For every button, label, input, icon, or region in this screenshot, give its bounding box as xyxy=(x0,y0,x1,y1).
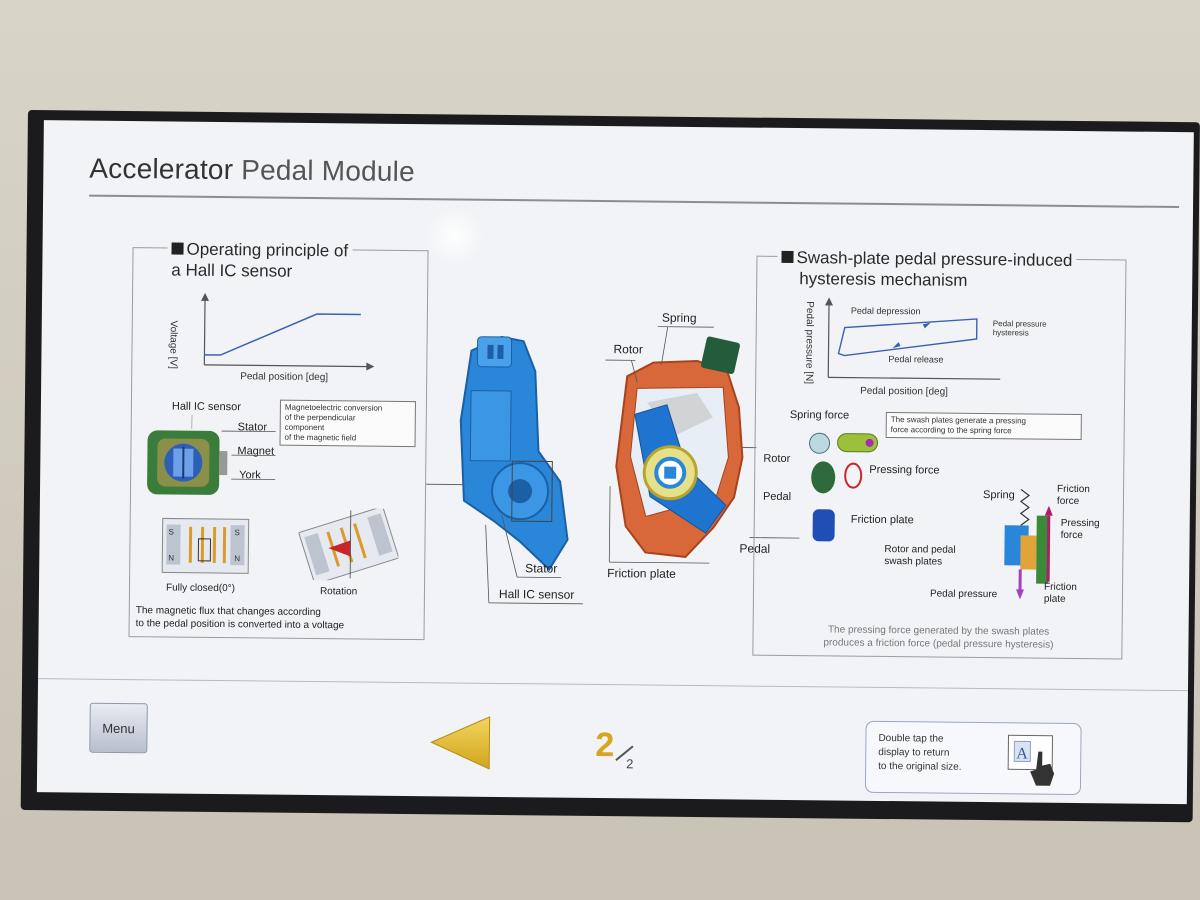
pedal-pressure-axis-label: Pedal pressure [N] xyxy=(803,301,816,385)
footer-divider xyxy=(38,678,1188,692)
pressing-force-label: Pressing force xyxy=(869,463,940,477)
title-part1: Accelerator xyxy=(89,152,234,186)
hysteresis-heading: Swash-plate pedal pressure-induced hyste… xyxy=(777,246,1077,292)
title-divider xyxy=(89,194,1180,209)
double-tap-hint-text: Double tap the display to return to the … xyxy=(878,732,962,773)
page-total: 2 xyxy=(626,756,634,772)
display-bezel: Accelerator Pedal Module Operating princ… xyxy=(20,110,1200,823)
center-friction-plate-label: Friction plate xyxy=(607,566,676,581)
pedal-pressure-label: Pedal pressure xyxy=(929,588,998,601)
housing-leader-lines xyxy=(605,326,800,564)
center-hall-ic-label: Hall IC sensor xyxy=(498,586,575,602)
screen-glare xyxy=(424,206,486,267)
center-spring-label: Spring xyxy=(661,310,697,326)
pedal-module-illustration xyxy=(459,335,569,572)
sensor-leader-lines xyxy=(191,414,276,481)
hysteresis-graph xyxy=(824,297,1001,380)
bullet-square-icon xyxy=(171,242,184,255)
friction-plate-2-label: Friction plate xyxy=(1043,581,1077,605)
pressing-force-2-label: Pressing force xyxy=(1060,517,1100,542)
rotation-label: Rotation xyxy=(319,586,358,598)
friction-mechanism xyxy=(1004,488,1053,600)
hysteresis-label: Pedal pressure hysteresis xyxy=(992,319,1047,338)
swash-plate-note: The swash plates generate a pressing for… xyxy=(885,412,1082,441)
double-tap-hint: Double tap the display to return to the … xyxy=(864,720,1082,796)
hysteresis-xaxis-label: Pedal position [deg] xyxy=(860,385,948,398)
page-current: 2 xyxy=(595,725,615,765)
svg-text:N: N xyxy=(168,553,174,562)
hall-ic-heading: Operating principle of a Hall IC sensor xyxy=(167,238,353,283)
friction-force-label: Friction force xyxy=(1056,483,1090,508)
svg-text:S: S xyxy=(235,528,240,537)
previous-page-arrow-icon[interactable] xyxy=(425,712,496,773)
hall-sensor-illustration xyxy=(147,430,228,495)
center-rotor-label: Rotor xyxy=(613,342,643,357)
stator-leader-lines xyxy=(485,514,583,605)
display-screen: Accelerator Pedal Module Operating princ… xyxy=(36,120,1194,805)
hall-ic-footer-note: The magnetic flux that changes according… xyxy=(135,605,345,632)
voltage-axis-label: Voltage [V] xyxy=(167,320,179,369)
right-friction-plate-label: Friction plate xyxy=(850,513,914,527)
housing-cross-section xyxy=(615,336,744,558)
svg-text:S: S xyxy=(169,527,174,536)
spring-force-label: Spring force xyxy=(789,408,850,422)
page-title: Accelerator Pedal Module xyxy=(89,153,415,188)
menu-button[interactable]: Menu xyxy=(89,702,148,754)
hysteresis-panel: Swash-plate pedal pressure-induced hyste… xyxy=(752,246,1127,660)
right-pedal-label: Pedal xyxy=(762,490,792,504)
voltage-graph xyxy=(201,292,375,371)
svg-text:A: A xyxy=(1016,745,1028,762)
pedal-position-axis-label: Pedal position [deg] xyxy=(240,371,329,384)
svg-text:N: N xyxy=(234,554,240,563)
right-spring-label: Spring xyxy=(982,489,1015,502)
center-stator-label: Stator xyxy=(525,561,558,576)
hysteresis-footer-note: The pressing force generated by the swas… xyxy=(823,624,1054,651)
hall-ic-panel: Operating principle of a Hall IC sensor … xyxy=(128,238,429,641)
fully-closed-flux-diagram: S N S N xyxy=(161,517,250,574)
right-rotor-label: Rotor xyxy=(763,452,791,466)
pedal-release-label: Pedal release xyxy=(888,354,944,365)
pedal-depression-label: Pedal depression xyxy=(850,305,921,317)
swash-plate-parts xyxy=(809,432,879,542)
bullet-square-icon xyxy=(781,250,794,264)
double-tap-hand-icon: A xyxy=(1007,734,1055,786)
title-part2: Pedal Module xyxy=(233,154,415,188)
conversion-note: Magnetoelectric conversion of the perpen… xyxy=(279,399,416,448)
rotor-pedal-plates-label: Rotor and pedal swash plates xyxy=(884,543,956,568)
rotation-flux-diagram xyxy=(298,507,399,581)
fully-closed-label: Fully closed(0°) xyxy=(165,582,236,595)
